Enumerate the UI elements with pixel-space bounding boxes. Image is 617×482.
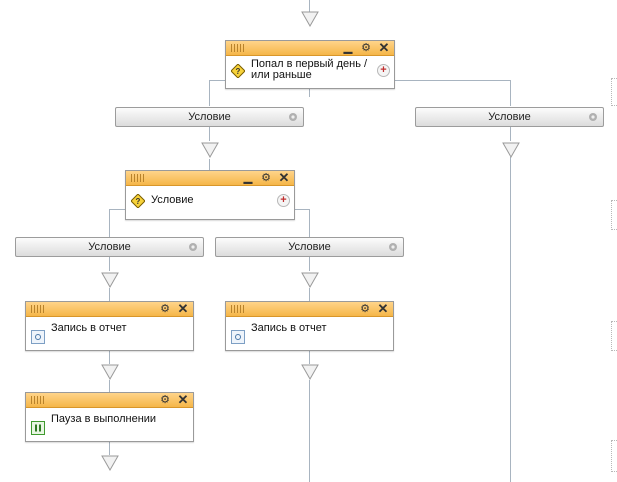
branch-label: Условие bbox=[88, 241, 131, 253]
branch-label: Условие bbox=[288, 241, 331, 253]
pause-icon bbox=[31, 421, 45, 435]
connector-line bbox=[109, 350, 110, 364]
flow-arrow bbox=[201, 142, 219, 158]
block-body: ? Условие + bbox=[126, 186, 294, 208]
condition-diamond-icon: ? bbox=[131, 194, 145, 208]
connector-line bbox=[109, 288, 110, 301]
gear-icon[interactable] bbox=[387, 241, 399, 253]
close-icon[interactable]: ✕ bbox=[377, 301, 389, 316]
branch-label: Условие bbox=[188, 111, 231, 123]
flow-arrow bbox=[301, 11, 319, 27]
block-header[interactable]: ⚙ ✕ bbox=[226, 302, 393, 317]
block-body: ? Попал в первый день / или раньше + bbox=[226, 56, 394, 81]
connector-line bbox=[510, 157, 511, 482]
connector-line bbox=[209, 80, 226, 81]
block-condition[interactable]: ▁ ⚙ ✕ ? Условие + bbox=[125, 170, 295, 220]
connector-line bbox=[294, 209, 310, 210]
connector-line bbox=[510, 127, 511, 141]
block-pause[interactable]: ⚙ ✕ Пауза в выполнении bbox=[25, 392, 194, 442]
close-icon[interactable]: ✕ bbox=[278, 170, 290, 185]
add-branch-icon[interactable]: + bbox=[277, 194, 290, 207]
close-icon[interactable]: ✕ bbox=[177, 392, 189, 407]
add-branch-icon[interactable]: + bbox=[377, 64, 390, 77]
block-header[interactable]: ⚙ ✕ bbox=[26, 302, 193, 317]
connector-line bbox=[109, 257, 110, 271]
connector-line bbox=[109, 380, 110, 392]
drag-handle-icon[interactable] bbox=[131, 174, 144, 182]
offscreen-block-marker bbox=[611, 440, 617, 472]
gear-icon[interactable]: ⚙ bbox=[361, 42, 371, 54]
block-label: Попал в первый день / или раньше bbox=[251, 58, 368, 81]
connector-line bbox=[309, 209, 310, 237]
close-icon[interactable]: ✕ bbox=[177, 301, 189, 316]
block-label: Пауза в выполнении bbox=[51, 413, 157, 425]
block-first-day-condition[interactable]: ▁ ⚙ ✕ ? Попал в первый день / или раньше… bbox=[225, 40, 395, 89]
block-label: Запись в отчет bbox=[51, 322, 127, 334]
gear-icon[interactable] bbox=[587, 111, 599, 123]
branch-condition-button[interactable]: Условие bbox=[115, 107, 304, 127]
connector-line bbox=[309, 288, 310, 301]
connector-line bbox=[109, 209, 126, 210]
block-label: Условие bbox=[151, 194, 194, 206]
connector-line bbox=[394, 80, 511, 81]
block-report-record[interactable]: ⚙ ✕ Запись в отчет bbox=[25, 301, 194, 351]
offscreen-block-marker bbox=[611, 78, 617, 106]
connector-line bbox=[209, 127, 210, 141]
flow-arrow bbox=[101, 272, 119, 288]
block-header[interactable]: ⚙ ✕ bbox=[26, 393, 193, 408]
offscreen-block-marker bbox=[611, 200, 617, 230]
minimize-icon[interactable]: ▁ bbox=[243, 172, 253, 184]
branch-condition-button[interactable]: Условие bbox=[15, 237, 204, 257]
flow-arrow bbox=[301, 272, 319, 288]
branch-condition-button[interactable]: Условие bbox=[415, 107, 604, 127]
connector-line bbox=[209, 80, 210, 106]
drag-handle-icon[interactable] bbox=[31, 305, 44, 313]
gear-icon[interactable] bbox=[287, 111, 299, 123]
block-header[interactable]: ▁ ⚙ ✕ bbox=[226, 41, 394, 56]
close-icon[interactable]: ✕ bbox=[378, 40, 390, 55]
branch-label: Условие bbox=[488, 111, 531, 123]
svg-text:?: ? bbox=[236, 67, 241, 76]
connector-line bbox=[309, 380, 310, 482]
branch-condition-button[interactable]: Условие bbox=[215, 237, 404, 257]
drag-handle-icon[interactable] bbox=[31, 396, 44, 404]
flow-arrow bbox=[502, 142, 520, 158]
connector-line bbox=[309, 89, 310, 97]
connector-line bbox=[309, 0, 310, 12]
condition-diamond-icon: ? bbox=[231, 64, 245, 78]
connector-line bbox=[309, 350, 310, 364]
connector-line bbox=[109, 441, 110, 455]
report-record-icon bbox=[31, 330, 45, 344]
block-body: Запись в отчет bbox=[226, 317, 393, 344]
gear-icon[interactable]: ⚙ bbox=[261, 172, 271, 184]
block-header[interactable]: ▁ ⚙ ✕ bbox=[126, 171, 294, 186]
block-label: Запись в отчет bbox=[251, 322, 327, 334]
connector-line bbox=[510, 80, 511, 106]
offscreen-block-marker bbox=[611, 321, 617, 351]
block-body: Пауза в выполнении bbox=[26, 408, 193, 435]
block-body: Запись в отчет bbox=[26, 317, 193, 344]
report-record-icon bbox=[231, 330, 245, 344]
block-report-record[interactable]: ⚙ ✕ Запись в отчет bbox=[225, 301, 394, 351]
minimize-icon[interactable]: ▁ bbox=[343, 42, 353, 54]
gear-icon[interactable]: ⚙ bbox=[360, 303, 370, 315]
gear-icon[interactable] bbox=[187, 241, 199, 253]
flow-arrow bbox=[301, 364, 319, 380]
drag-handle-icon[interactable] bbox=[231, 305, 244, 313]
svg-text:?: ? bbox=[136, 197, 141, 206]
connector-line bbox=[309, 257, 310, 271]
drag-handle-icon[interactable] bbox=[231, 44, 244, 52]
flow-arrow bbox=[101, 455, 119, 471]
connector-line bbox=[209, 159, 210, 170]
flow-arrow bbox=[101, 364, 119, 380]
gear-icon[interactable]: ⚙ bbox=[160, 303, 170, 315]
connector-line bbox=[109, 209, 110, 237]
gear-icon[interactable]: ⚙ bbox=[160, 394, 170, 406]
